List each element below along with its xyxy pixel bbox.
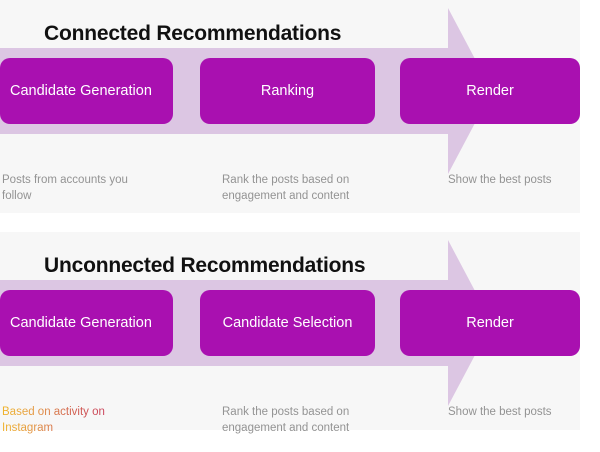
section-unconnected: Unconnected Recommendations Candidate Ge… <box>0 232 580 434</box>
section-heading-connected: Connected Recommendations <box>44 22 342 45</box>
section-heading-unconnected: Unconnected Recommendations <box>44 254 366 277</box>
stage-label: Candidate Selection <box>222 315 353 331</box>
stage-pill-candidate-generation[interactable]: Candidate Generation <box>0 58 173 124</box>
stage-label: Render <box>466 83 514 99</box>
stage-pill-candidate-generation[interactable]: Candidate Generation <box>0 290 173 356</box>
stage-pill-render[interactable]: Render <box>400 58 580 124</box>
stage-caption-candidate-selection: Rank the posts based on engagement and c… <box>222 406 350 434</box>
stage-label: Ranking <box>260 83 315 99</box>
stage-caption-candidate-generation: Posts from accounts you follow <box>2 174 128 202</box>
stage-caption-candidate-generation: Based on activity on Instagram <box>2 404 152 436</box>
stage-label: Candidate Generation <box>10 83 152 99</box>
stage-caption-ranking: Rank the posts based on engagement and c… <box>222 174 350 202</box>
stage-label: Candidate Generation <box>10 315 152 331</box>
stage-caption-render: Show the best posts <box>448 406 552 418</box>
stage-label: Render <box>466 315 514 331</box>
section-connected: Connected Recommendations Candidate Gene… <box>0 0 580 213</box>
stage-pill-render[interactable]: Render <box>400 290 580 356</box>
stage-pill-ranking[interactable]: Ranking <box>200 58 375 124</box>
stage-pill-candidate-selection[interactable]: Candidate Selection <box>200 290 375 356</box>
stage-caption-render: Show the best posts <box>448 174 552 186</box>
